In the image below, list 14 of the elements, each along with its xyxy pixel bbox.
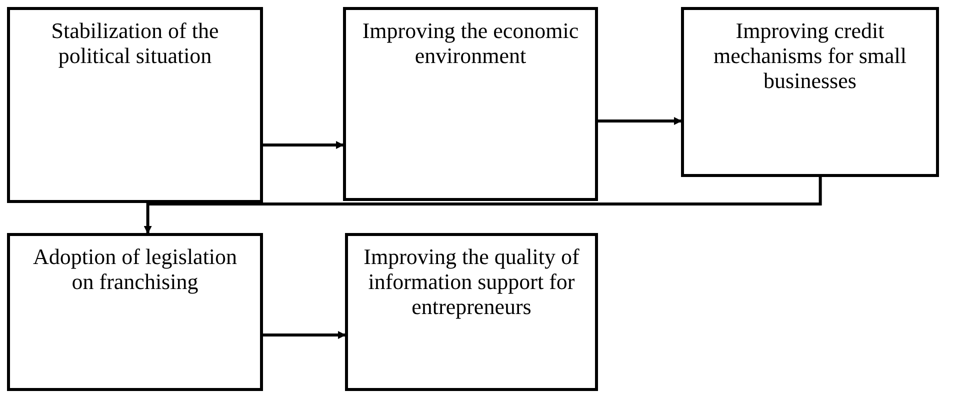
arrow xyxy=(144,177,822,234)
arrow xyxy=(598,117,682,125)
process-box xyxy=(681,7,939,177)
process-box xyxy=(7,7,263,203)
arrow xyxy=(263,141,344,149)
process-box xyxy=(343,7,598,201)
process-box xyxy=(7,233,263,391)
box-text: Improving the quality of information support for entrepreneurs xyxy=(362,244,580,319)
box-text: Adoption of legislation on franchising xyxy=(32,244,238,294)
box-text: Stabilization of the political situation xyxy=(50,18,220,68)
process-box xyxy=(345,233,598,391)
box-text: Improving credit mechanisms for small businesses xyxy=(712,18,908,93)
box-text: Improving the economic environment xyxy=(361,18,580,68)
arrow xyxy=(263,331,346,339)
